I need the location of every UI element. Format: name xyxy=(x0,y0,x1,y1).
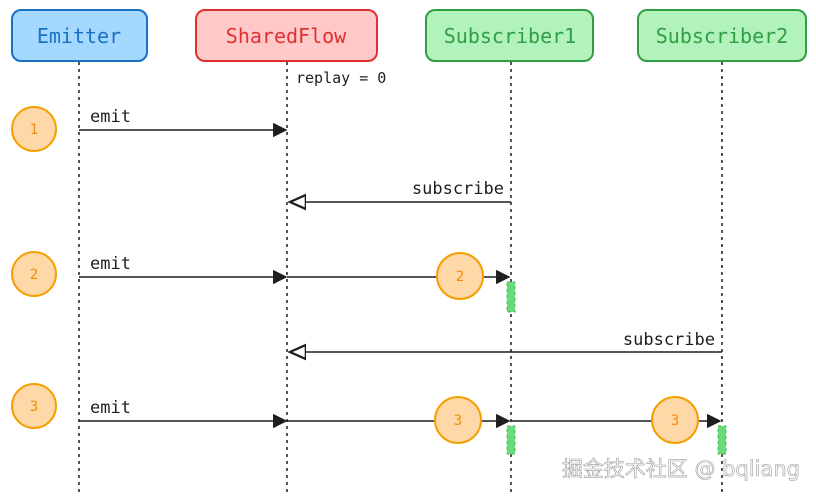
activation-bar-sub2-1 xyxy=(717,425,727,455)
step-circle-label: 2 xyxy=(30,267,38,283)
delivery-circle-3-sub1: 3 xyxy=(434,396,482,444)
step-circle-label: 3 xyxy=(30,399,38,415)
participant-label: Emitter xyxy=(37,24,121,48)
message-label: subscribe xyxy=(623,330,715,350)
participant-subscriber2: Subscriber2 xyxy=(637,9,807,62)
delivery-circle-2-sub1: 2 xyxy=(436,252,484,300)
participant-emitter: Emitter xyxy=(11,9,148,62)
replay-note: replay = 0 xyxy=(296,69,386,87)
watermark: 掘金技术社区 @ bqliang xyxy=(562,457,800,481)
message-label: subscribe xyxy=(412,179,504,199)
activation-bar-sub1-2 xyxy=(506,425,516,455)
delivery-circle-label: 3 xyxy=(454,413,462,429)
message-label: emit xyxy=(90,107,131,127)
participant-label: Subscriber2 xyxy=(656,24,788,48)
step-circle-2: 2 xyxy=(11,251,57,297)
delivery-circle-label: 3 xyxy=(671,413,679,429)
step-circle-1: 1 xyxy=(11,106,57,152)
message-label: emit xyxy=(90,254,131,274)
participant-subscriber1: Subscriber1 xyxy=(425,9,594,62)
activation-bar-sub1-1 xyxy=(506,281,516,313)
step-circle-label: 1 xyxy=(30,122,38,138)
participant-sharedflow: SharedFlow xyxy=(195,9,378,62)
participant-label: Subscriber1 xyxy=(444,24,576,48)
message-label: emit xyxy=(90,398,131,418)
delivery-circle-3-sub2: 3 xyxy=(651,396,699,444)
participant-label: SharedFlow xyxy=(226,24,347,48)
delivery-circle-label: 2 xyxy=(456,269,464,285)
step-circle-3: 3 xyxy=(11,383,57,429)
